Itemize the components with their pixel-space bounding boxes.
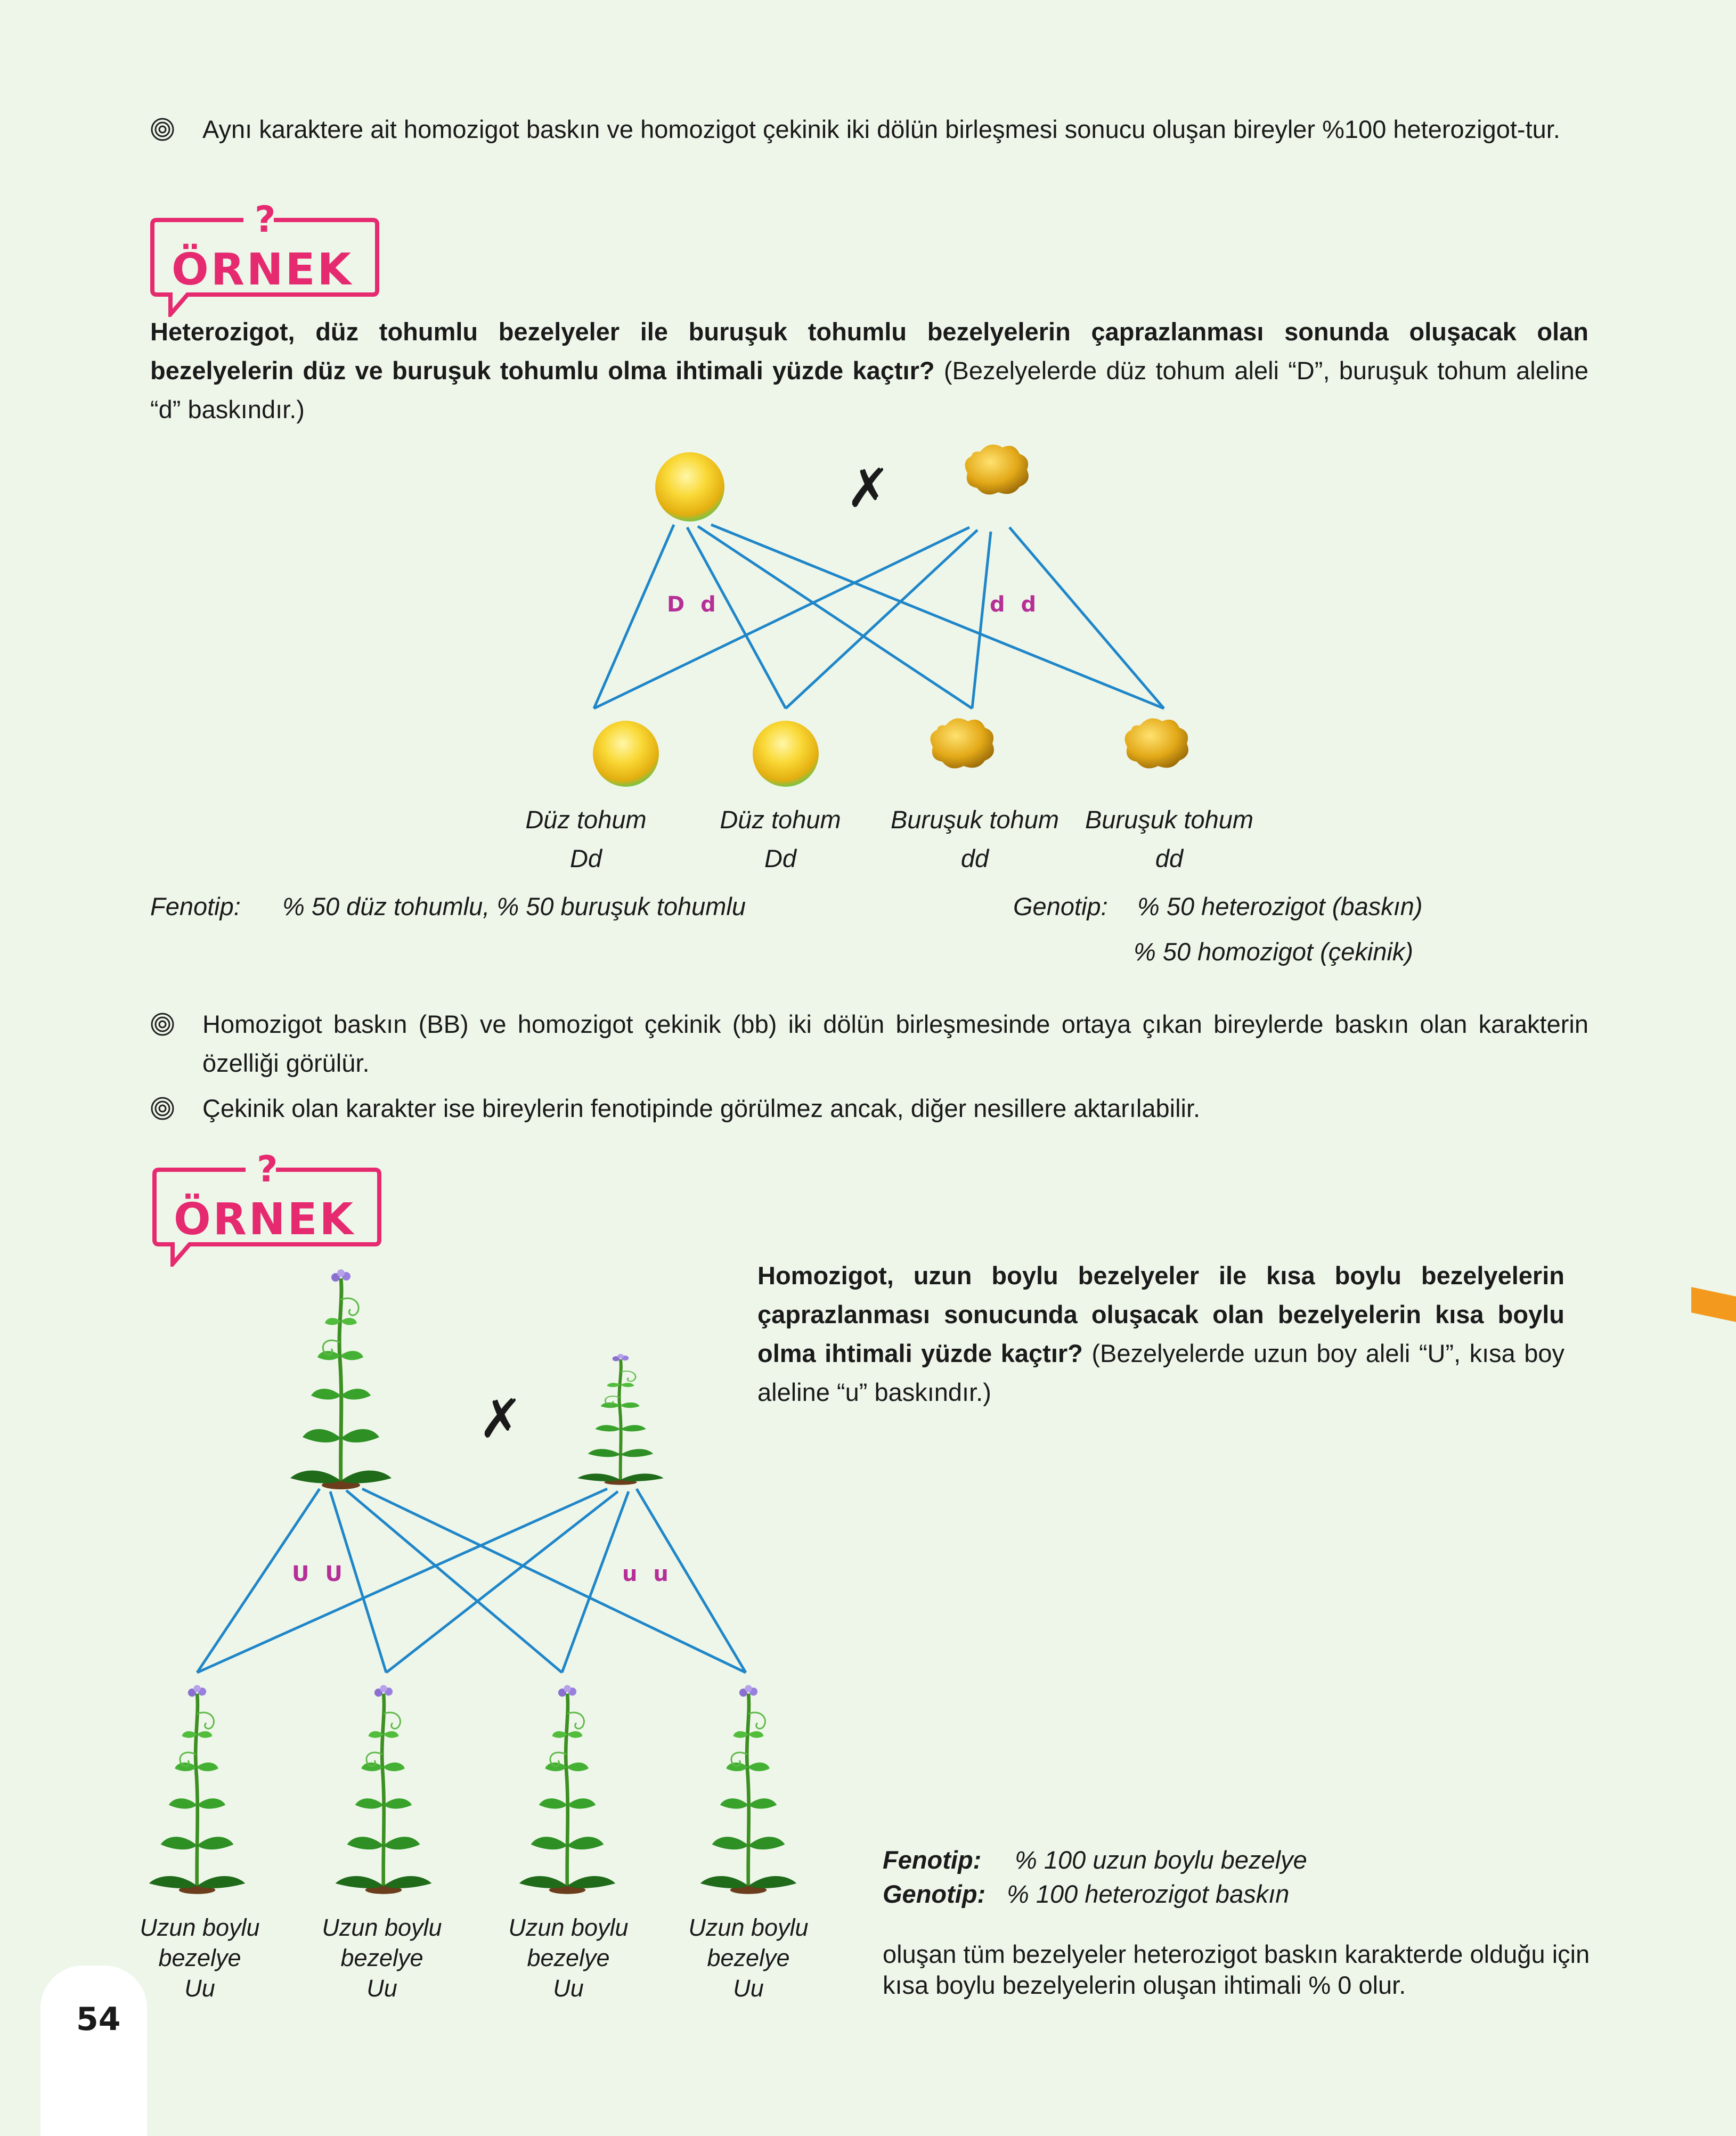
example-question: Heterozigot, düz tohumlu bezelyeler ile …	[150, 312, 1588, 429]
short-plant-parent-icon	[577, 1354, 664, 1485]
genotip-value: % 50 heterozigot (baskın)	[1137, 892, 1423, 920]
fenotip-value: % 50 düz tohumlu, % 50 buruşuk tohumlu	[282, 892, 746, 920]
speech-bubble-icon	[150, 218, 379, 317]
parent-genotype: U U	[292, 1562, 347, 1586]
spiral-bullet-icon	[150, 1012, 175, 1037]
genotip-value: % 100 heterozigot baskın	[1007, 1880, 1290, 1908]
offspring-plant-icon	[336, 1685, 432, 1894]
question-bold: Heterozigot, düz tohumlu bezelyeler ile …	[150, 317, 1588, 385]
example-badge: ? ÖRNEK	[152, 1148, 381, 1267]
example-question: Homozigot, uzun boylu bezelyeler ile kıs…	[757, 1256, 1564, 1412]
page-number: 54	[76, 2001, 121, 2038]
example-title: ÖRNEK	[174, 1194, 356, 1245]
bullet-item: Çekinik olan karakter ise bireylerin fen…	[150, 1089, 1588, 1128]
cross-lines	[592, 523, 1165, 710]
fenotip-label: Fenotip:	[150, 892, 241, 920]
plant-cross-diagram	[0, 1252, 852, 1918]
cross-symbol-icon: ✗	[846, 457, 891, 519]
cross-lines	[195, 1487, 747, 1674]
smooth-pea-parent-icon	[655, 452, 724, 521]
parent-genotype: d d	[990, 592, 1041, 617]
bullet-text: Çekinik olan karakter ise bireylerin fen…	[202, 1094, 1201, 1122]
genotip-value: % 50 homozigot (çekinik)	[1134, 937, 1414, 966]
wrinkled-pea-parent-icon	[965, 444, 1029, 495]
speech-bubble-icon	[152, 1168, 381, 1267]
wrinkled-pea-offspring-icon	[930, 718, 994, 769]
offspring-plant-icon	[519, 1685, 616, 1894]
example-title: ÖRNEK	[172, 244, 354, 295]
wrinkled-pea-offspring-icon	[1124, 718, 1188, 769]
spiral-bullet-icon	[150, 1096, 175, 1121]
question-note: (Bezelyelerde düz tohum aleli “D”, buruş…	[150, 356, 1588, 423]
question-mark-icon: ?	[257, 1148, 278, 1191]
smooth-pea-offspring-icon	[753, 721, 819, 787]
fenotip-value: % 100 uzun boylu bezelye	[1015, 1846, 1307, 1874]
bullet-item: Aynı karaktere ait homozigot baskın ve h…	[150, 110, 1588, 149]
tall-plant-parent-icon	[290, 1269, 392, 1489]
page-edge-tab	[1691, 1287, 1736, 1322]
offspring-plant-icon	[700, 1685, 797, 1894]
question-bold: Homozigot, uzun boylu bezelyeler ile kıs…	[757, 1261, 1564, 1367]
parent-genotype: D d	[667, 592, 720, 617]
parent-genotype: u u	[622, 1562, 673, 1586]
smooth-pea-offspring-icon	[593, 721, 659, 787]
genotip-label: Genotip:	[883, 1880, 986, 1908]
example-badge: ? ÖRNEK	[150, 199, 379, 317]
cross-symbol-icon: ✗	[478, 1388, 523, 1450]
question-mark-icon: ?	[255, 199, 276, 241]
genotip-label: Genotip:	[1013, 892, 1108, 920]
question-note: (Bezelyelerde uzun boy aleli “U”, kısa b…	[757, 1339, 1565, 1406]
fenotip-label: Fenotip:	[883, 1846, 982, 1874]
bullet-text: Aynı karaktere ait homozigot baskın ve h…	[202, 115, 1560, 143]
bullet-item: Homozigot baskın (BB) ve homozigot çekin…	[150, 1005, 1588, 1082]
conclusion-text: oluşan tüm bezelyeler heterozigot baskın…	[883, 1940, 1590, 1999]
offspring-plant-icon	[149, 1685, 246, 1894]
seed-cross-diagram	[592, 444, 1188, 787]
page-number-box	[40, 1966, 147, 2136]
bullet-text: Homozigot baskın (BB) ve homozigot çekin…	[202, 1010, 1588, 1077]
